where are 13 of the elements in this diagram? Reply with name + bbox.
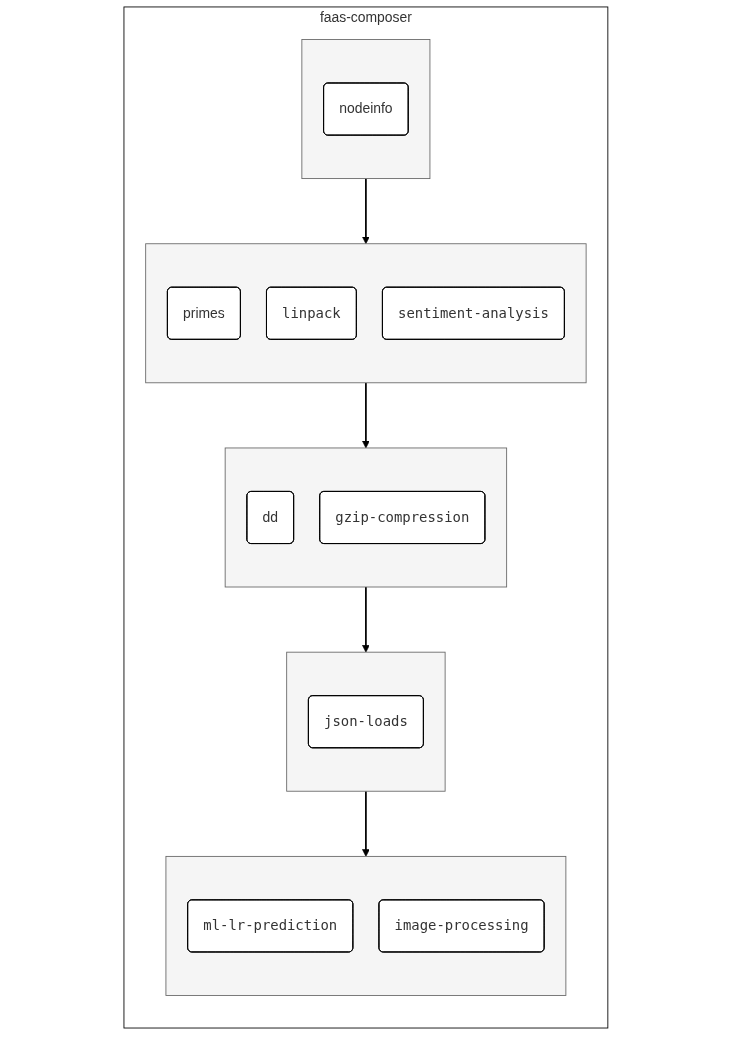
process-box: sentiment-analysis	[382, 286, 565, 340]
process-box: image-processing	[378, 899, 545, 953]
process-box: nodeinfo	[323, 82, 409, 136]
process-box: gzip-compression	[319, 490, 486, 544]
arrow	[362, 790, 370, 857]
process-box: dd	[246, 490, 295, 544]
process-box: primes	[167, 286, 241, 340]
process-box: json-loads	[308, 695, 424, 749]
process-box: ml-lr-prediction	[187, 899, 354, 953]
arrow	[362, 381, 370, 449]
process-box: linpack	[266, 286, 357, 340]
arrow	[362, 177, 370, 245]
arrow	[362, 586, 370, 653]
